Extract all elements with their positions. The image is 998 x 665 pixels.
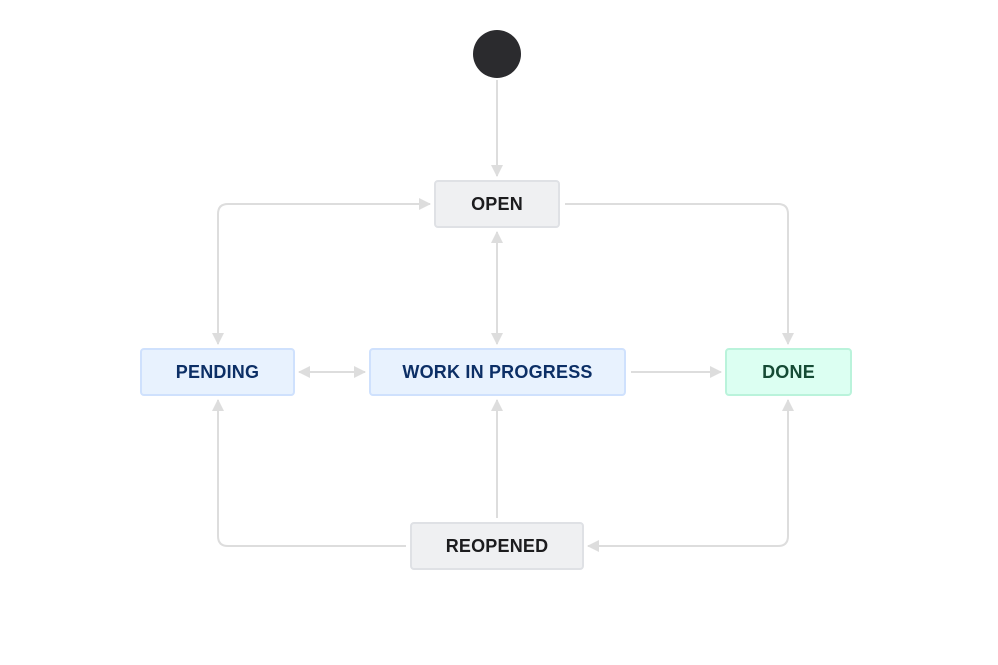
status-node-work-in-progress[interactable]: WORK IN PROGRESS <box>369 348 626 396</box>
status-node-done[interactable]: DONE <box>725 348 852 396</box>
start-node <box>473 30 521 78</box>
transition-pending-open <box>212 198 431 345</box>
transition-open-to-done <box>565 203 794 345</box>
status-node-pending[interactable]: PENDING <box>140 348 295 396</box>
status-node-open[interactable]: OPEN <box>434 180 560 228</box>
transition-reopened-to-pending <box>212 399 406 547</box>
transition-done-reopened <box>587 399 794 552</box>
status-node-reopened[interactable]: REOPENED <box>410 522 584 570</box>
